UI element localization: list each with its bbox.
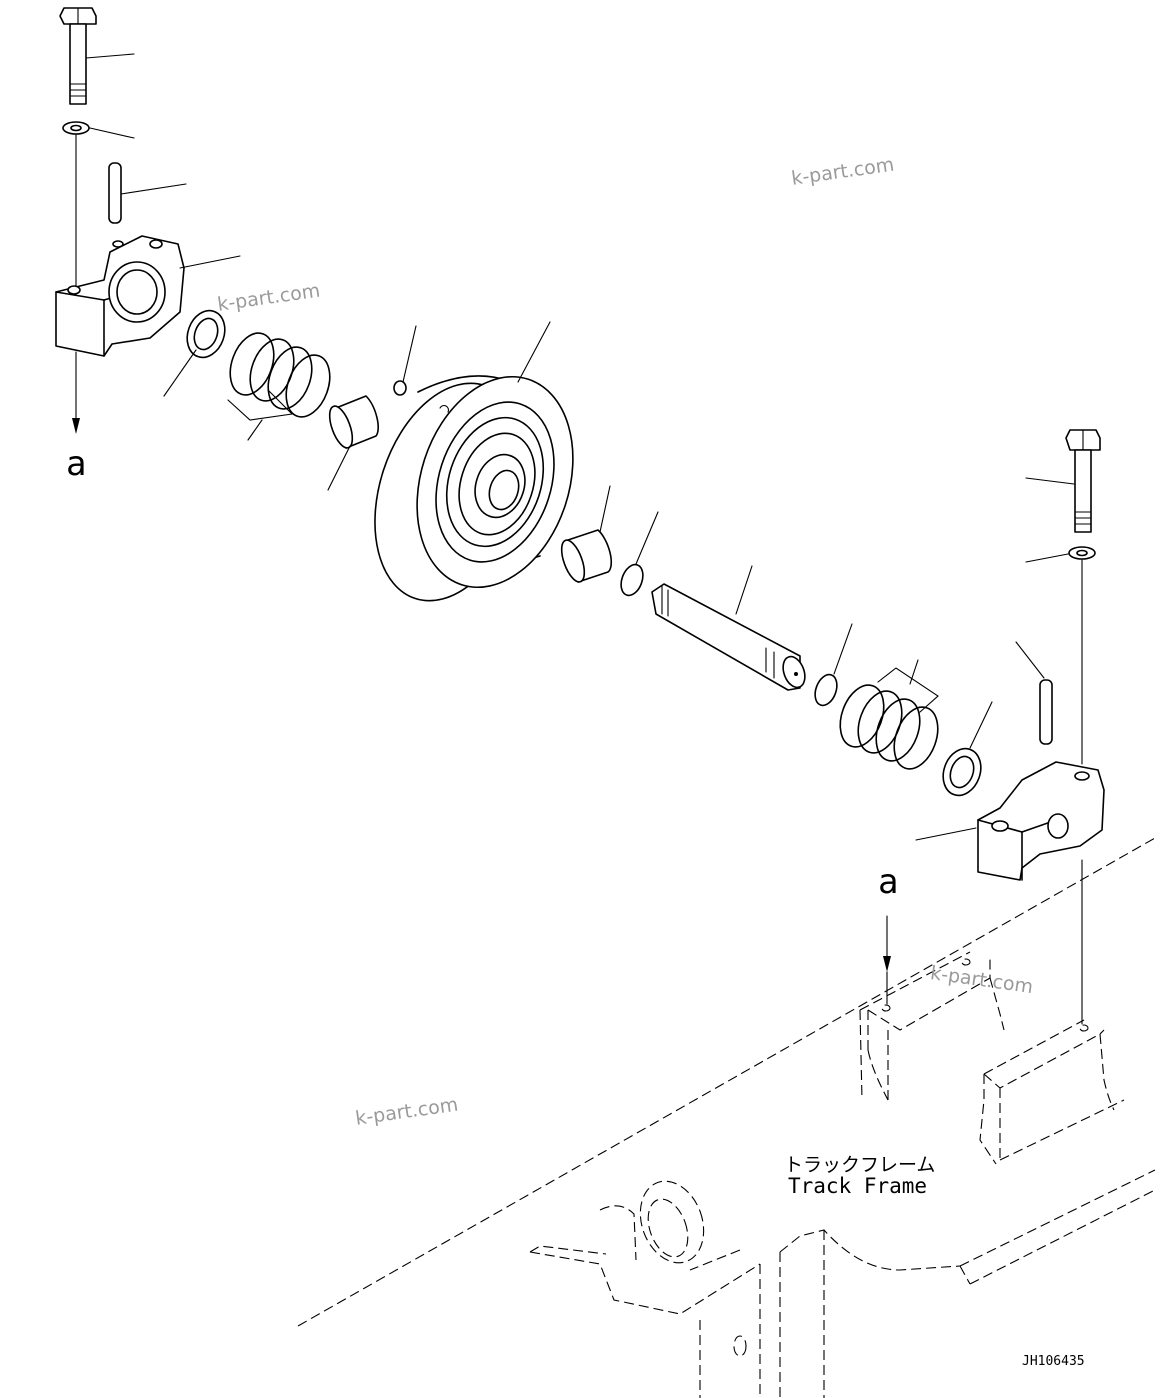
arrow-label-left: a bbox=[66, 444, 87, 484]
plug bbox=[393, 380, 407, 396]
right-washer bbox=[1068, 546, 1096, 560]
frame-label-en: Track Frame bbox=[788, 1174, 928, 1198]
drawing-number: JH106435 bbox=[1022, 1354, 1085, 1369]
left-bracket bbox=[55, 235, 185, 357]
shaft bbox=[651, 583, 806, 691]
right-bracket bbox=[977, 761, 1105, 881]
right-pin bbox=[1039, 679, 1053, 745]
left-seal bbox=[186, 309, 226, 359]
left-floating-seal bbox=[229, 332, 331, 418]
arrow-label-right: a bbox=[878, 862, 899, 902]
left-pin bbox=[108, 162, 122, 224]
right-floating-seal bbox=[839, 684, 939, 770]
right-bushing bbox=[560, 529, 613, 583]
right-bolt bbox=[1065, 429, 1101, 533]
idler-wheel bbox=[374, 375, 574, 602]
track-frame bbox=[297, 837, 1156, 1398]
o-ring-2 bbox=[814, 673, 838, 707]
right-seal bbox=[942, 747, 982, 797]
left-washer bbox=[62, 121, 90, 135]
o-ring-1 bbox=[620, 563, 644, 597]
left-bushing bbox=[328, 395, 379, 449]
frame-label-jp: トラックフレーム bbox=[784, 1154, 936, 1176]
left-bolt bbox=[59, 7, 97, 105]
